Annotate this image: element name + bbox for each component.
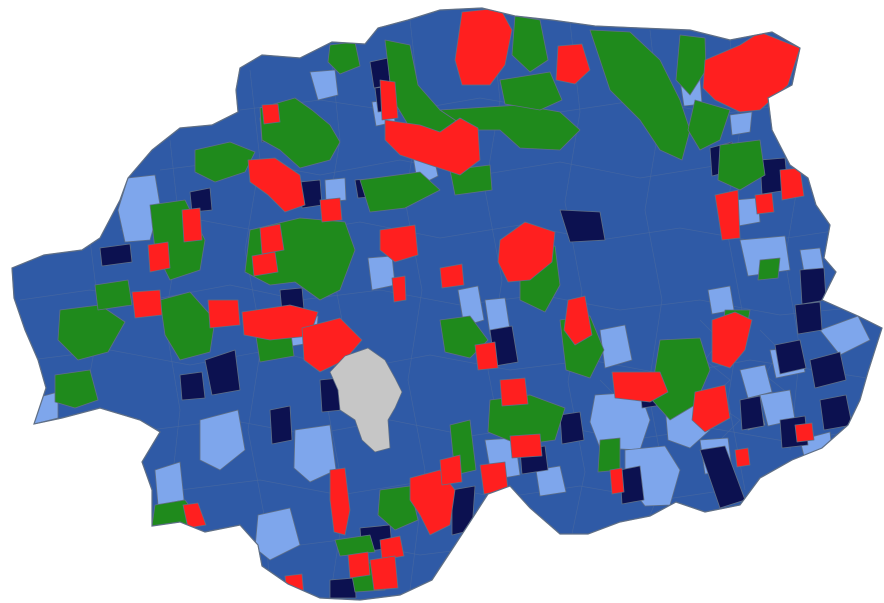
region [182,502,207,529]
region [94,279,133,311]
region [457,285,485,327]
map-regions [11,7,883,601]
region [334,534,376,557]
region [147,241,171,273]
region [757,257,781,281]
region [451,485,476,536]
region [439,454,463,486]
region [309,69,339,101]
region [497,221,556,283]
region [555,43,591,85]
region [687,99,731,151]
region [329,467,351,536]
region [439,263,465,289]
region [611,371,669,403]
region [754,192,775,215]
region [369,555,399,591]
no-data-region [329,347,403,453]
region [159,291,216,361]
region [99,243,133,267]
region [609,467,625,495]
region [181,207,203,243]
region [559,209,606,243]
region [319,197,343,223]
region [179,371,206,401]
dark-navy-regions [99,57,853,599]
region [714,189,741,241]
region [711,311,753,369]
region [261,103,281,125]
region [559,411,585,445]
region [739,395,765,431]
region [589,29,691,161]
region [691,384,731,433]
region [479,461,509,495]
region [794,301,823,335]
region [347,551,371,579]
region [597,437,621,473]
region [259,97,341,169]
region [774,339,807,375]
region [379,79,399,121]
region [535,465,567,497]
region [511,15,549,73]
region [384,117,481,176]
region [794,422,815,443]
region [739,364,773,399]
region [729,111,753,136]
region [269,405,293,445]
region [194,141,256,183]
region [324,177,347,203]
region [474,341,499,371]
region [207,299,241,329]
region [675,34,707,96]
region [367,255,396,291]
region [819,315,871,356]
region [499,71,563,111]
map-border [11,7,883,601]
region [599,324,633,369]
region [391,275,407,303]
region [734,447,751,468]
region [199,409,246,471]
region [487,394,566,446]
region [131,289,163,319]
region [54,369,99,409]
region [563,295,593,346]
region [509,433,543,459]
region [251,251,279,277]
region [819,394,853,431]
region [247,157,306,213]
region [379,535,405,561]
region [809,351,847,389]
region [204,349,241,396]
region [499,377,529,407]
region [329,577,357,599]
region [117,174,161,243]
region [779,167,805,201]
region [359,171,441,213]
region [284,573,305,599]
light-blue-regions [33,69,871,561]
region [189,187,213,213]
region [154,461,185,506]
region [293,424,337,483]
region [259,223,285,255]
region [377,485,419,531]
red-regions [131,8,815,599]
region [379,224,419,263]
region [717,139,766,191]
